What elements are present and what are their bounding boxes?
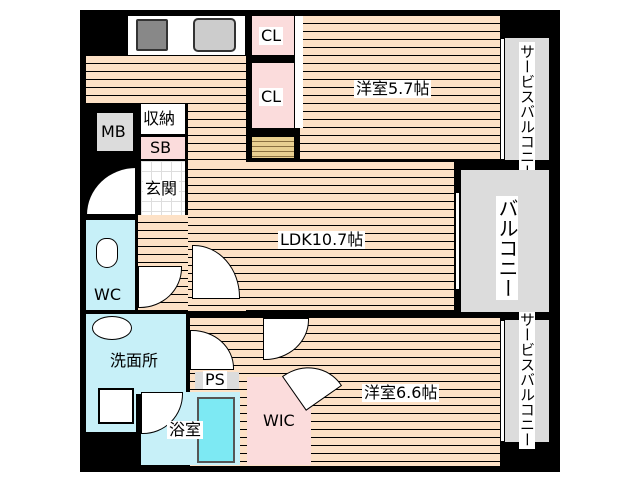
western-room-1-label: 洋室5.7帖 <box>354 79 432 98</box>
balcony-label: バルコニー <box>495 196 519 300</box>
step <box>252 137 294 158</box>
mb-label: MB <box>101 122 126 141</box>
ps-label: PS <box>203 370 227 389</box>
cl-mid-label: CL <box>259 87 284 106</box>
window-top <box>500 38 505 160</box>
window-bottom <box>500 320 505 442</box>
service-balcony-bottom-label: サービスバルコニー <box>518 310 536 449</box>
storage-label: 収納 <box>141 109 178 128</box>
cl-top-label: CL <box>259 26 284 45</box>
western-room-1 <box>300 16 500 160</box>
western-room-2 <box>190 318 500 466</box>
washroom-label: 洗面所 <box>110 351 159 370</box>
shoe-box <box>141 137 185 159</box>
wc-label: WC <box>94 285 121 304</box>
sb-label: SB <box>150 138 172 157</box>
entrance-label: 玄関 <box>143 179 180 198</box>
stove-icon <box>136 19 168 51</box>
balcony-window <box>455 192 460 290</box>
washing-machine-icon <box>98 388 134 424</box>
wic-label: WIC <box>263 411 295 430</box>
meter-box <box>97 113 133 151</box>
sink-icon <box>193 18 236 52</box>
ldk-label: LDK10.7帖 <box>278 230 366 249</box>
closet-doors[interactable] <box>295 16 303 128</box>
bathroom-label: 浴室 <box>167 420 204 439</box>
toilet-icon <box>96 238 118 268</box>
service-balcony-top-label: サービスバルコニー <box>518 42 536 181</box>
washbasin-icon <box>92 316 132 340</box>
western-room-2-label: 洋室6.6帖 <box>362 383 440 402</box>
